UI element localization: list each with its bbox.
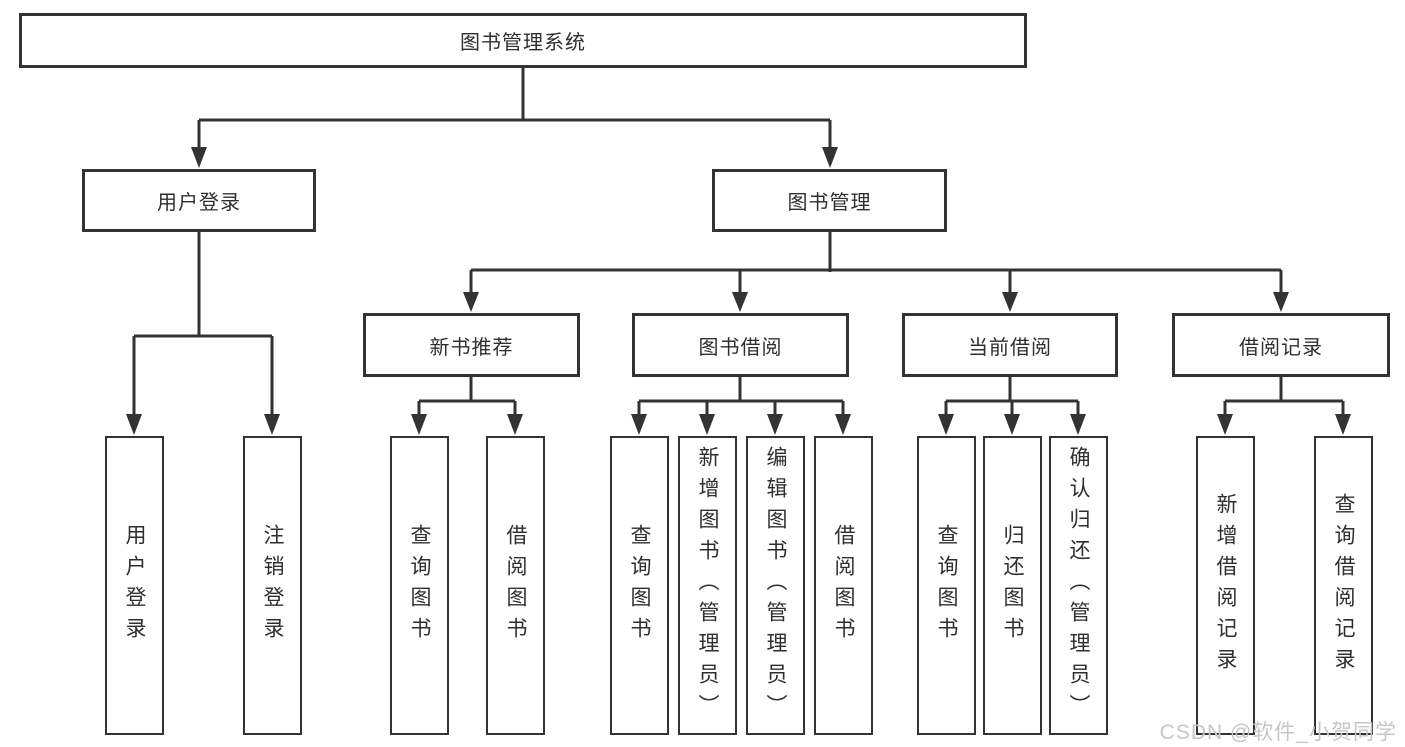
connector-book-mgmt [469, 232, 1283, 293]
leaf-add-borrow-record: 新增借阅记录 [1196, 436, 1255, 735]
arrowheads-borrow-records [1217, 414, 1351, 435]
node-book-borrow-label: 图书借阅 [698, 336, 783, 359]
connector-book-borrow [637, 377, 845, 415]
connector-user-login [132, 232, 274, 415]
leaf-edit-book-admin-label: 编辑图书（管理员） [764, 446, 787, 725]
connector-new-books [417, 377, 517, 415]
leaf-borrow-books-label: 借阅图书 [832, 523, 855, 648]
csdn-watermark: CSDN @软件_小贺同学 [1159, 721, 1397, 744]
node-borrow-records: 借阅记录 [1172, 313, 1390, 377]
connector-borrow-records [1223, 377, 1345, 415]
leaf-user-login-label: 用户登录 [123, 523, 146, 648]
leaf-query-borrow-record: 查询借阅记录 [1314, 436, 1373, 735]
node-book-borrow: 图书借阅 [632, 313, 849, 377]
node-root-label: 图书管理系统 [460, 32, 586, 54]
connector-current-borrow [944, 377, 1080, 415]
leaf-return-book: 归还图书 [983, 436, 1042, 735]
leaf-query-books-borrow-label: 查询图书 [628, 523, 651, 648]
leaf-confirm-return-admin: 确认归还（管理员） [1049, 436, 1108, 735]
connector-root-to-level1 [197, 68, 832, 148]
leaf-query-books-borrow: 查询图书 [610, 436, 669, 735]
leaf-borrow-books: 借阅图书 [814, 436, 873, 735]
leaf-add-book-admin-label: 新增图书（管理员） [696, 446, 719, 725]
arrowheads-level2 [463, 292, 1289, 312]
leaf-confirm-return-admin-label: 确认归还（管理员） [1067, 446, 1090, 725]
leaf-query-books-newrec: 查询图书 [390, 436, 449, 735]
leaf-edit-book-admin: 编辑图书（管理员） [746, 436, 805, 735]
leaf-add-borrow-record-label: 新增借阅记录 [1214, 492, 1237, 679]
leaf-borrow-books-newrec: 借阅图书 [486, 436, 545, 735]
node-user-login: 用户登录 [82, 169, 316, 232]
leaf-add-book-admin: 新增图书（管理员） [678, 436, 737, 735]
node-user-login-label: 用户登录 [157, 192, 241, 214]
leaf-query-borrow-record-label: 查询借阅记录 [1332, 492, 1355, 679]
leaf-logout-label: 注销登录 [261, 523, 284, 648]
node-current-borrow: 当前借阅 [902, 313, 1118, 377]
node-new-book-recommend-label: 新书推荐 [429, 336, 514, 359]
node-borrow-records-label: 借阅记录 [1239, 336, 1323, 359]
leaf-query-books-current-label: 查询图书 [935, 523, 958, 648]
node-new-book-recommend: 新书推荐 [363, 313, 580, 377]
arrowheads-user-login [126, 414, 280, 435]
leaf-logout: 注销登录 [243, 436, 302, 735]
node-book-management-label: 图书管理 [787, 192, 872, 214]
leaf-borrow-books-newrec-label: 借阅图书 [504, 523, 527, 648]
arrowheads-current-borrow [938, 414, 1086, 435]
arrowheads-level1 [191, 147, 838, 168]
leaf-query-books-current: 查询图书 [917, 436, 976, 735]
arrowheads-new-books [411, 414, 523, 435]
leaf-return-book-label: 归还图书 [1001, 523, 1024, 648]
arrowheads-book-borrow [631, 414, 851, 435]
node-book-management: 图书管理 [712, 169, 947, 232]
node-root-system: 图书管理系统 [19, 13, 1027, 68]
leaf-user-login: 用户登录 [105, 436, 164, 735]
leaf-query-books-newrec-label: 查询图书 [408, 523, 431, 648]
node-current-borrow-label: 当前借阅 [968, 336, 1052, 359]
